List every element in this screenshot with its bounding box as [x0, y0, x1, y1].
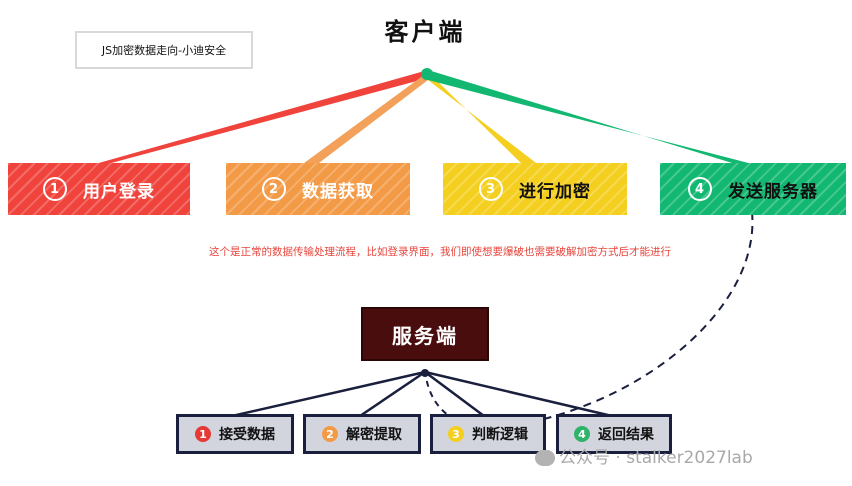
client-line-3 [428, 72, 540, 166]
client-title: 客户端 [384, 18, 466, 46]
step-number: 4 [688, 177, 712, 201]
server-step-result: 4 返回结果 [556, 414, 672, 454]
step-label: 发送服务器 [728, 181, 818, 202]
server-step-logic: 3 判断逻辑 [430, 414, 546, 454]
step-label: 返回结果 [598, 427, 654, 443]
watermark: 公众号 · stalker2027lab [535, 443, 753, 468]
server-title: 服务端 [392, 323, 458, 348]
step-number: 2 [262, 177, 286, 201]
note-box: JS加密数据走向-小迪安全 [75, 31, 253, 69]
step-label: 解密提取 [346, 427, 402, 443]
step-number: 1 [43, 177, 67, 201]
server-line-4 [424, 370, 613, 418]
server-step-decrypt: 2 解密提取 [303, 414, 421, 454]
send-dashed-path [539, 211, 754, 421]
client-step-fetch: 2 数据获取 [226, 163, 410, 215]
server-step-receive: 1 接受数据 [176, 414, 294, 454]
step-number: 3 [448, 426, 464, 442]
server-line-1 [231, 370, 426, 418]
client-line-1 [88, 70, 428, 166]
client-step-login: 1 用户登录 [8, 163, 190, 215]
server-hub [421, 369, 429, 377]
note-text: JS加密数据走向-小迪安全 [101, 44, 227, 57]
client-line-4 [428, 70, 760, 166]
step-label: 进行加密 [519, 181, 591, 202]
client-hub [421, 68, 433, 80]
step-label: 数据获取 [302, 181, 374, 202]
step-label: 接受数据 [219, 427, 275, 443]
step-number: 3 [479, 177, 503, 201]
normal-flow-note: 这个是正常的数据传输处理流程，比如登录界面，我们即使想要爆破也需要破解加密方式后… [209, 246, 671, 258]
client-line-2 [300, 72, 428, 166]
server-line-2 [359, 370, 426, 418]
step-number: 2 [322, 426, 338, 442]
client-step-encrypt: 3 进行加密 [443, 163, 627, 215]
step-number: 4 [574, 426, 590, 442]
step-label: 用户登录 [83, 181, 155, 202]
watermark-text: 公众号 · stalker2027lab [559, 448, 753, 468]
wechat-icon [535, 450, 555, 466]
server-title-box: 服务端 [361, 307, 489, 361]
step-label: 判断逻辑 [472, 427, 528, 443]
step-number: 1 [195, 426, 211, 442]
server-line-3 [424, 370, 485, 418]
client-step-send: 4 发送服务器 [660, 163, 846, 215]
